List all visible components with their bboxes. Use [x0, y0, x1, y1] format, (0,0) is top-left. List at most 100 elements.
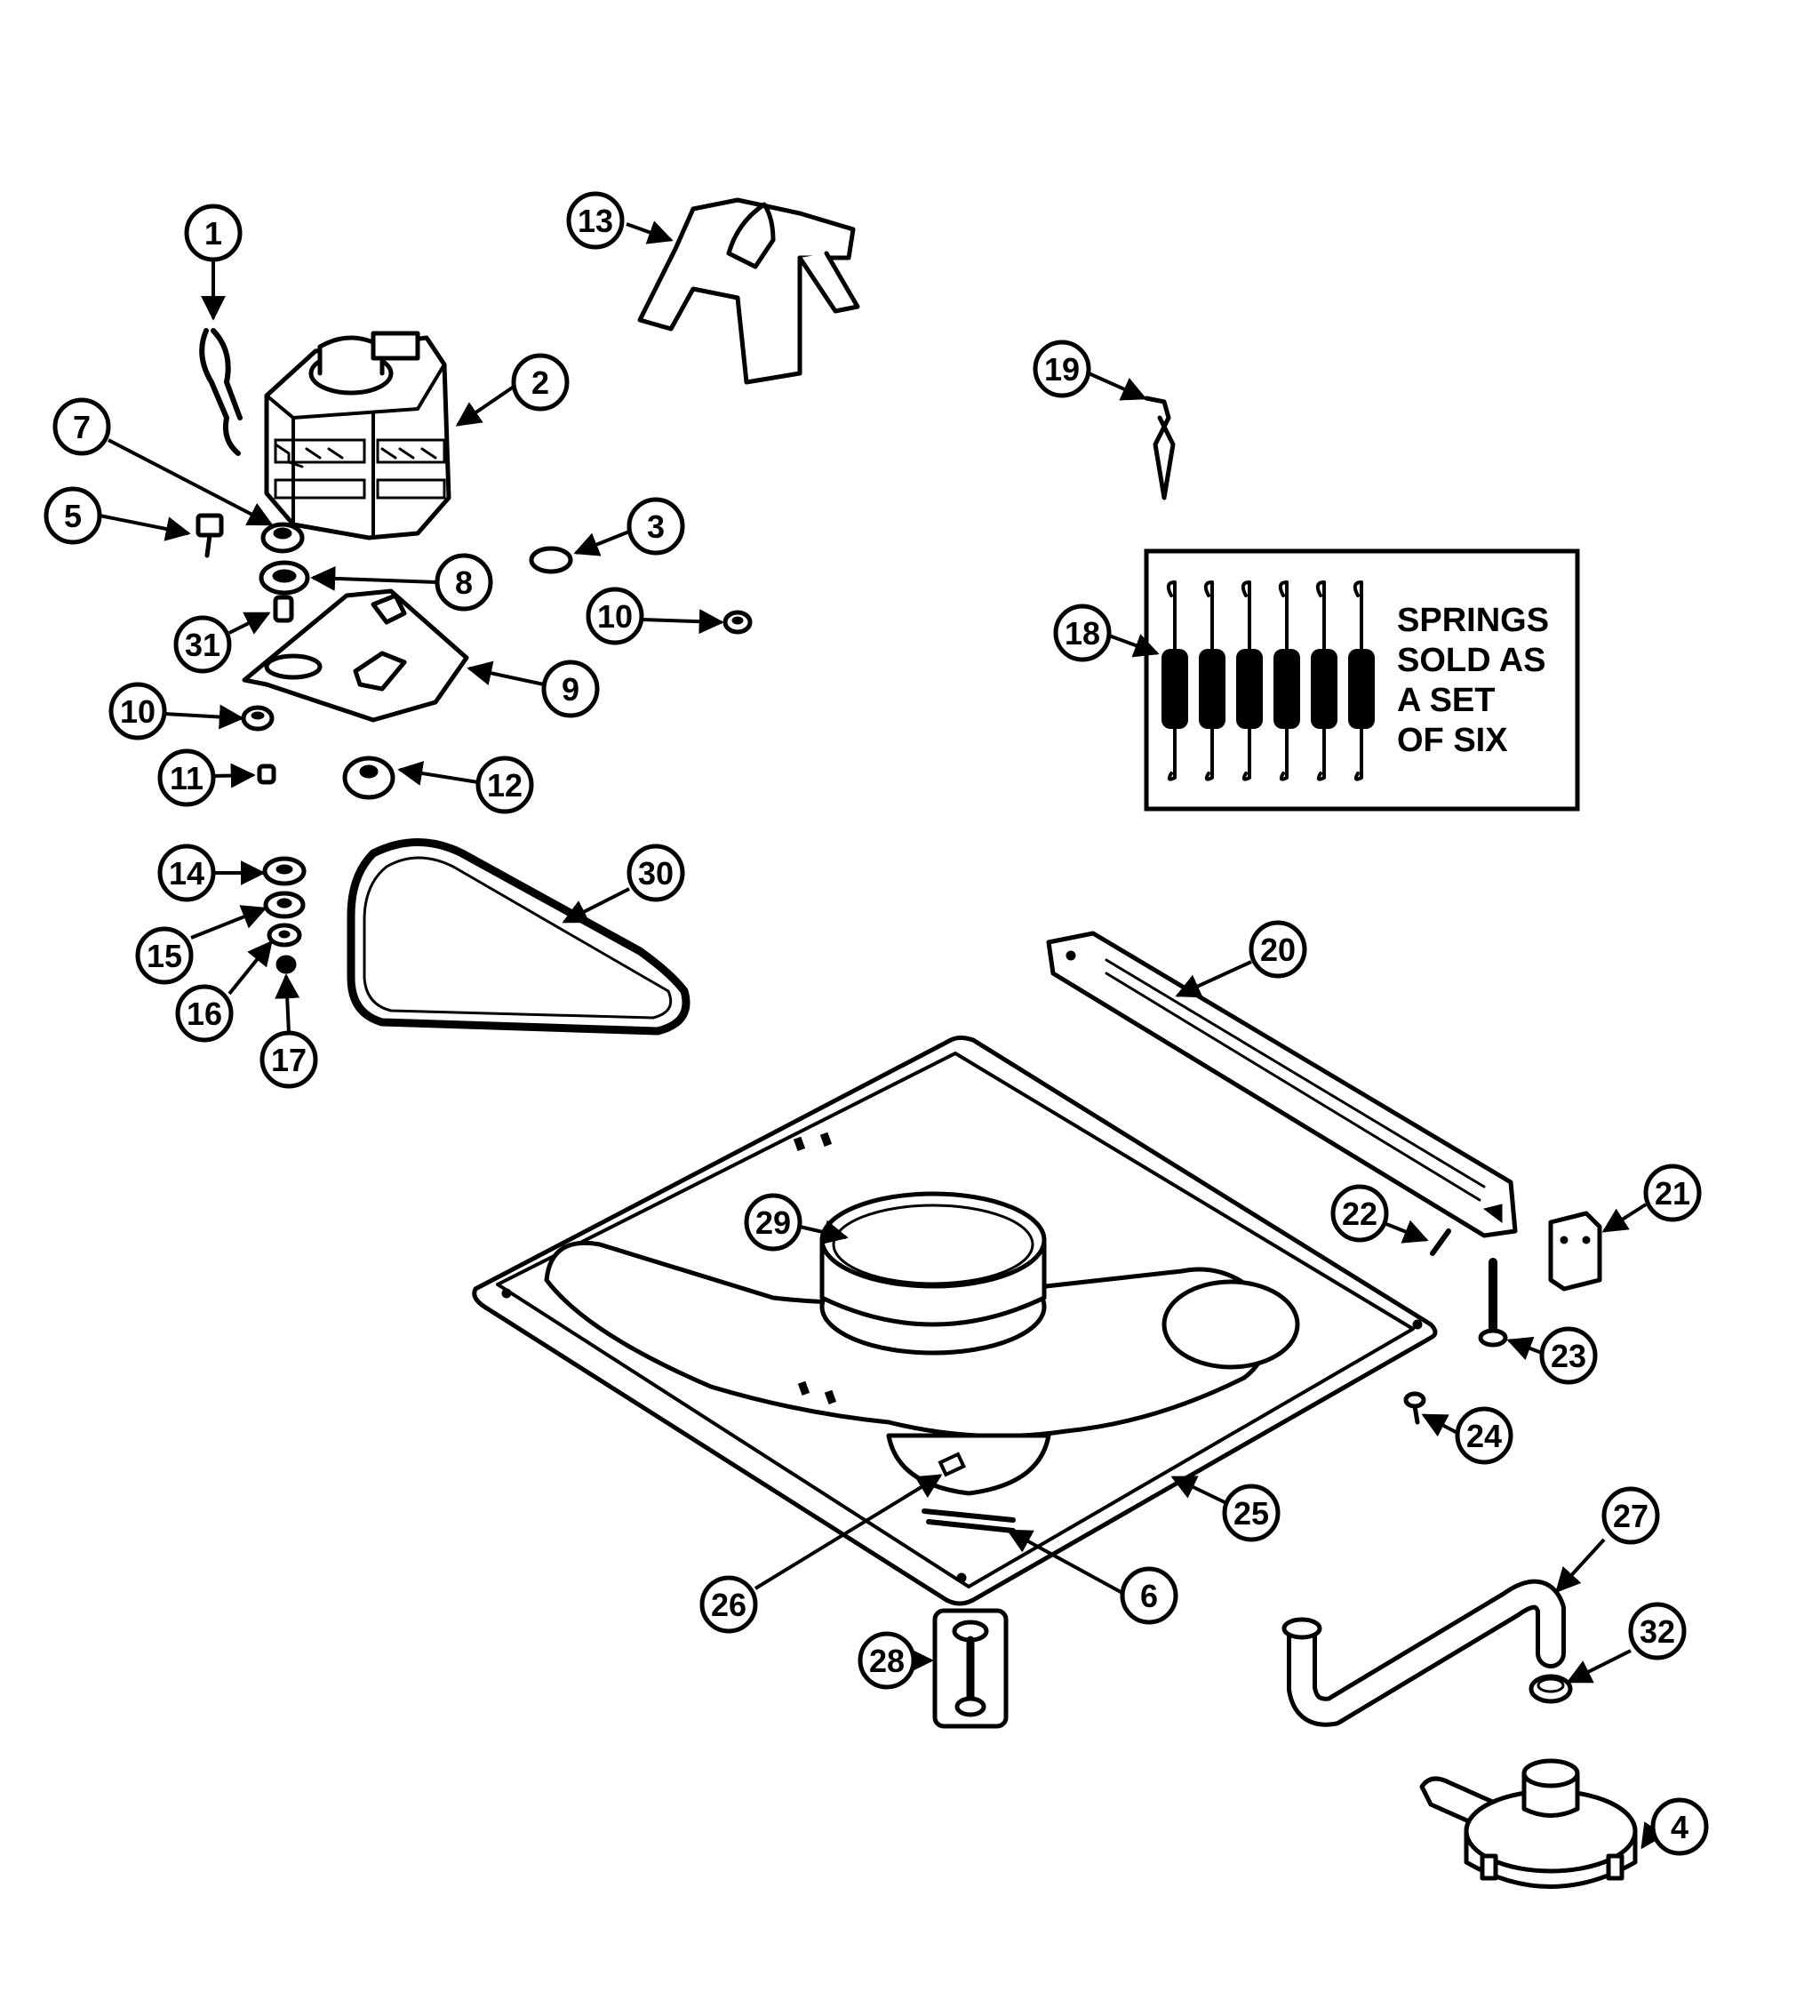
arrow-10-left — [164, 704, 244, 730]
arrow-16 — [228, 940, 273, 996]
spring-6 — [1348, 580, 1375, 781]
part-30-belt — [347, 838, 690, 1036]
callout-23-label: 23 — [1551, 1338, 1586, 1374]
callout-1: 1 — [184, 204, 243, 262]
callout-15-label: 15 — [147, 938, 182, 974]
callout-11-label: 11 — [170, 760, 204, 796]
callout-5-label: 5 — [64, 498, 82, 534]
callout-7-label: 7 — [73, 409, 91, 445]
callout-28-label: 28 — [869, 1643, 905, 1679]
callout-8-label: 8 — [455, 564, 473, 601]
arrow-13 — [626, 220, 674, 244]
callout-11: 11 — [157, 748, 216, 807]
callout-12: 12 — [475, 756, 534, 814]
arrow-31 — [228, 612, 271, 635]
part-27-hose — [1281, 1579, 1566, 1727]
callout-24-label: 24 — [1466, 1418, 1502, 1454]
arrow-30 — [562, 887, 630, 924]
arrow-20 — [1175, 960, 1252, 998]
callout-15: 15 — [135, 926, 194, 985]
part-20-bar — [1046, 931, 1518, 1238]
callout-21-label: 21 — [1655, 1175, 1690, 1212]
callout-10-right-label: 10 — [597, 598, 633, 635]
part-13-spider — [637, 197, 860, 385]
part-24-screw — [1403, 1391, 1426, 1425]
callout-19: 19 — [1033, 340, 1091, 398]
callout-14-label: 14 — [169, 855, 204, 892]
callout-32: 32 — [1628, 1602, 1687, 1660]
part-21-bracket — [1548, 1211, 1602, 1292]
spring-1 — [1161, 580, 1188, 781]
part-17-nut — [275, 955, 297, 974]
arrow-11 — [212, 763, 256, 788]
arrow-6 — [1006, 1529, 1123, 1595]
callout-9: 9 — [541, 660, 600, 718]
callout-10-left-label: 10 — [120, 693, 156, 730]
callout-14: 14 — [157, 844, 216, 902]
arrow-22 — [1385, 1220, 1429, 1244]
arrow-5 — [99, 514, 191, 541]
callout-22: 22 — [1330, 1184, 1389, 1243]
part-31-sleeve — [273, 595, 294, 623]
callout-8: 8 — [435, 553, 493, 612]
arrow-26 — [754, 1474, 943, 1590]
part-4-pump — [1419, 1758, 1638, 1889]
callout-18: 18 — [1053, 604, 1112, 662]
part-2-motor — [264, 331, 451, 540]
part-18-springs-box: SPRINGS SOLD AS A SET OF SIX — [1144, 548, 1580, 812]
callout-32-label: 32 — [1640, 1613, 1675, 1650]
spring-note-line-2: SOLD AS — [1397, 642, 1546, 679]
callout-12-label: 12 — [487, 767, 523, 804]
callout-31: 31 — [173, 615, 232, 674]
part-23-bolt — [1478, 1258, 1508, 1348]
spring-note-line-3: A SET — [1397, 682, 1496, 719]
callout-30-label: 30 — [638, 855, 674, 892]
arrow-17 — [275, 973, 300, 1034]
part-11-pin — [257, 764, 276, 785]
callout-6-label: 6 — [1140, 1578, 1158, 1614]
arrow-7 — [108, 438, 274, 526]
arrow-9 — [467, 660, 545, 686]
part-10-nut-right — [722, 610, 753, 635]
arrow-23 — [1506, 1336, 1543, 1361]
arrow-8 — [310, 565, 438, 591]
callout-26-label: 26 — [711, 1587, 746, 1623]
callout-23: 23 — [1539, 1326, 1598, 1385]
callout-2-label: 2 — [531, 364, 549, 401]
callout-24: 24 — [1455, 1406, 1513, 1465]
callout-19-label: 19 — [1044, 351, 1080, 388]
arrow-3 — [573, 530, 630, 556]
callouts: 1 2 3 4 5 6 7 8 9 10 10 11 12 13 14 15 1… — [44, 191, 1709, 1856]
callout-26: 26 — [699, 1575, 758, 1634]
callout-28: 28 — [858, 1631, 916, 1690]
callout-16: 16 — [175, 984, 234, 1043]
part-22-pin — [1430, 1228, 1451, 1256]
part-32-clamp — [1529, 1674, 1573, 1704]
spring-note-line-1: SPRINGS — [1397, 602, 1549, 639]
springs-group — [1161, 580, 1375, 781]
part-7-grommet — [260, 522, 305, 554]
callout-18-label: 18 — [1065, 615, 1100, 652]
part-5-bolt — [196, 513, 224, 558]
arrow-18 — [1108, 634, 1160, 658]
part-16-washer — [267, 923, 302, 948]
arrow-12 — [397, 761, 479, 786]
arrow-2 — [455, 385, 515, 427]
callout-5: 5 — [44, 486, 102, 545]
callout-7: 7 — [52, 397, 111, 456]
arrow-15 — [190, 905, 267, 940]
part-29-ring — [819, 1191, 1047, 1356]
callout-17: 17 — [259, 1030, 318, 1089]
callout-20-label: 20 — [1260, 932, 1296, 968]
callout-1-label: 1 — [204, 215, 222, 252]
spring-4 — [1273, 580, 1300, 781]
spring-3 — [1236, 580, 1263, 781]
leader-arrows — [99, 220, 1665, 1850]
arrow-27 — [1555, 1538, 1606, 1594]
callout-17-label: 17 — [271, 1042, 307, 1078]
callout-10-left: 10 — [108, 682, 167, 740]
part-10-nut-left — [241, 705, 275, 732]
callout-30: 30 — [627, 844, 685, 902]
spring-2 — [1199, 580, 1225, 781]
